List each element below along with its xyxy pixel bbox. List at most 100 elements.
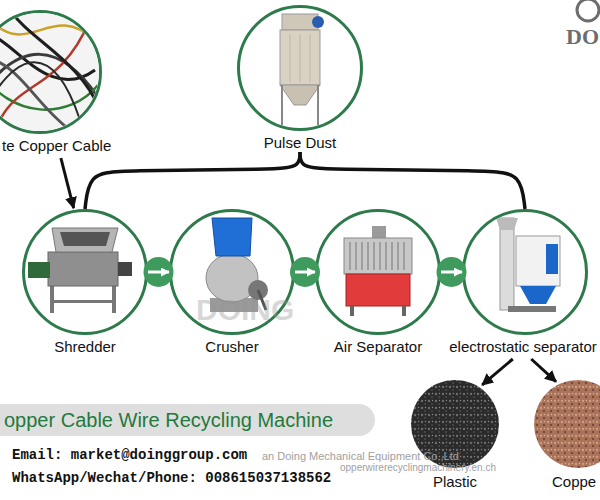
node-outline: [409, 378, 501, 470]
dust-collector-picture: [280, 14, 324, 125]
input-circle: te Copper Cable: [0, 10, 102, 155]
node-outline: [237, 5, 363, 131]
bracket-line: [85, 152, 300, 209]
node-outline: [169, 209, 295, 335]
node-label: electrostatic separator: [438, 338, 600, 356]
node-outline: [462, 209, 588, 335]
process-circle: electrostatic separator: [462, 209, 588, 356]
flow-arrow: [61, 158, 74, 208]
flow-arrow: [531, 359, 556, 382]
dust-collector-picture: [317, 85, 319, 125]
crusher-picture: [212, 218, 252, 256]
node-outline: [317, 211, 440, 334]
node-outline: [464, 211, 587, 334]
air-separator-picture: [368, 242, 369, 270]
output-circle: Plastic: [409, 378, 501, 491]
air-separator-picture: [350, 306, 354, 316]
air-separator-picture: [404, 242, 405, 270]
process-circle: Crusher: [169, 209, 295, 356]
cable-picture: [0, 55, 70, 130]
crusher-picture: [206, 254, 258, 302]
flow-arrow: [441, 271, 462, 274]
cable-picture: [0, 5, 110, 145]
process-circle: Air Separator: [315, 209, 441, 356]
crusher-picture: [258, 290, 266, 310]
node-outline: [22, 209, 148, 335]
node-label: te Copper Cable: [2, 137, 132, 155]
node-label: Plastic: [410, 473, 500, 491]
node-label: Air Separator: [308, 338, 448, 356]
crusher-picture: [210, 298, 258, 312]
electrostatic-separator-picture: [546, 244, 558, 274]
air-separator-picture: [372, 226, 386, 238]
dust-collector-picture: [290, 34, 291, 82]
air-separator-picture: [386, 242, 387, 270]
air-separator-picture: [380, 242, 381, 270]
contact-phone: WhatsApp/Wechat/Phone: 008615037138562: [12, 470, 331, 487]
copper-granules: [534, 380, 600, 468]
node-outline: [534, 380, 600, 469]
electrostatic-separator-picture: [496, 218, 560, 312]
cable-picture: [0, 70, 98, 110]
logo-symbol: [577, 0, 599, 21]
arrow-badge: [437, 257, 467, 287]
cable-picture: [0, 54, 100, 100]
cable-picture: [10, 10, 100, 110]
electrostatic-separator-picture: [496, 218, 518, 230]
flow-arrow: [295, 271, 315, 274]
dust-collector-picture: [280, 30, 320, 85]
node-label: Crusher: [162, 338, 302, 356]
banner-title: opper Cable Wire Recycling Machine: [4, 408, 333, 432]
title-banner: [0, 404, 375, 436]
node-outline: [315, 209, 441, 335]
crusher-picture: [248, 280, 268, 300]
logo-text: DO: [566, 24, 599, 50]
air-separator-picture: [356, 242, 357, 270]
shredder-picture: [48, 252, 118, 286]
shredder-picture: [50, 300, 116, 303]
flow-arrow: [148, 271, 169, 274]
shredder-picture: [112, 285, 116, 313]
dust-collector-picture: [280, 85, 320, 105]
node-outline: [411, 380, 500, 469]
node-outline: [0, 12, 101, 133]
node-label: Shredder: [15, 338, 155, 356]
air-separator-picture: [362, 242, 363, 270]
electrostatic-separator-picture: [500, 218, 514, 310]
air-separator-picture: [392, 242, 393, 270]
cable-picture: [0, 34, 95, 79]
air-separator-picture: [350, 242, 351, 270]
shredder-picture: [28, 262, 50, 278]
equipment-circle: Pulse Dust: [237, 5, 363, 152]
shredder-picture: [50, 285, 54, 313]
shredder-picture: [118, 262, 132, 276]
air-separator-picture: [346, 274, 410, 306]
shredder-picture: [28, 228, 132, 313]
electrostatic-separator-picture: [508, 306, 556, 312]
dust-collector-picture: [310, 34, 311, 82]
air-separator-picture: [398, 242, 399, 270]
output-circle: Coppe: [532, 378, 600, 491]
shredder-picture: [52, 228, 118, 252]
node-outline: [0, 10, 102, 134]
crusher-picture: [206, 218, 268, 312]
arrow-badge: [290, 257, 320, 287]
cable-picture: [0, 20, 90, 120]
process-circle: Shredder: [22, 209, 148, 356]
node-outline: [532, 378, 600, 470]
air-separator-picture: [344, 226, 412, 316]
dust-collector-picture: [281, 85, 283, 125]
bracket-line: [300, 152, 525, 209]
cable-picture: [0, 62, 80, 120]
dust-collector-picture: [282, 14, 318, 30]
cable-picture: [0, 20, 95, 40]
air-separator-picture: [402, 306, 406, 316]
node-outline: [24, 211, 147, 334]
node-label: Pulse Dust: [230, 134, 370, 152]
dust-collector-picture: [300, 34, 301, 82]
node-outline: [239, 7, 362, 130]
air-separator-picture: [374, 242, 375, 270]
shredder-picture: [60, 232, 110, 246]
